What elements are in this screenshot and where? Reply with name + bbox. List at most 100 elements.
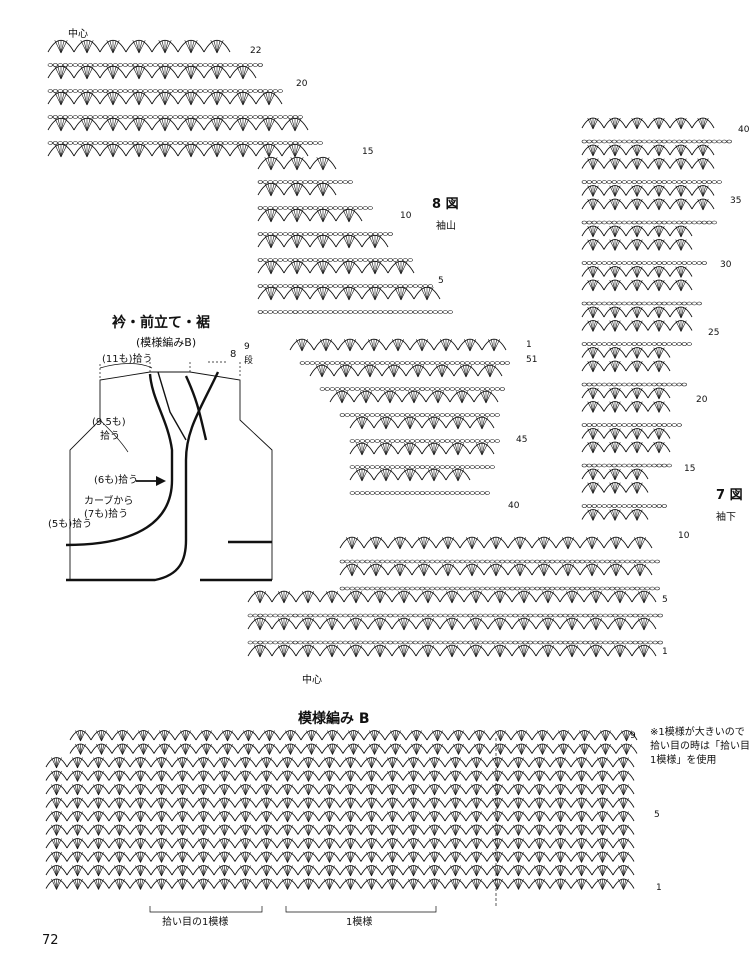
stitch-post bbox=[219, 770, 225, 782]
stitch-post bbox=[592, 387, 599, 400]
stitch-post bbox=[588, 537, 593, 550]
stitch-post bbox=[350, 878, 354, 890]
stitch-post bbox=[581, 878, 585, 890]
stitch-post bbox=[441, 365, 449, 378]
stitch-post bbox=[182, 878, 186, 890]
stitch-post bbox=[475, 591, 480, 604]
stitch-post bbox=[536, 865, 540, 877]
stitch-post bbox=[358, 417, 363, 430]
stitch-post bbox=[658, 442, 662, 454]
stitch-post bbox=[305, 770, 309, 782]
stitch-post bbox=[515, 784, 519, 796]
stitch-post bbox=[640, 645, 645, 658]
stitch-post bbox=[324, 784, 330, 796]
stitch-post bbox=[539, 851, 545, 863]
stitch-post bbox=[77, 824, 81, 836]
stitch-post bbox=[497, 878, 501, 890]
stitch-post bbox=[308, 811, 312, 823]
stitch-post bbox=[453, 743, 459, 755]
stitch-post bbox=[264, 209, 272, 223]
stitch-post bbox=[433, 443, 438, 456]
stitch-post bbox=[213, 118, 218, 132]
stitch-post bbox=[592, 509, 599, 521]
stitch-post bbox=[349, 339, 357, 352]
stitch-post bbox=[374, 261, 379, 275]
stitch-post bbox=[450, 784, 456, 796]
stitch-post bbox=[634, 158, 638, 170]
stitch-post bbox=[140, 784, 146, 796]
stitch-post bbox=[497, 797, 503, 809]
stitch-post bbox=[345, 287, 350, 301]
stitch-post bbox=[678, 145, 682, 157]
stitch-post bbox=[345, 824, 351, 836]
stitch-post bbox=[329, 824, 333, 836]
stitch-post bbox=[57, 118, 62, 132]
stitch-post bbox=[263, 811, 267, 823]
fig7-row-10: 10 bbox=[678, 531, 690, 541]
stitch-post bbox=[325, 591, 333, 604]
stitch-post bbox=[571, 618, 576, 631]
stitch-post bbox=[245, 797, 249, 809]
stitch-post bbox=[266, 824, 272, 836]
stitch-post bbox=[623, 730, 627, 742]
stitch-post bbox=[555, 851, 561, 863]
stitch-post bbox=[322, 339, 327, 352]
stitch-post bbox=[307, 618, 312, 631]
stitch-post bbox=[614, 198, 621, 211]
stitch-post bbox=[499, 618, 504, 631]
stitch-post bbox=[135, 797, 141, 809]
stitch-post bbox=[653, 347, 660, 359]
stitch-post bbox=[539, 770, 545, 782]
stitch-post bbox=[350, 743, 354, 755]
stitch-post bbox=[520, 618, 525, 631]
stitch-post bbox=[427, 645, 432, 658]
stitch-post bbox=[392, 797, 396, 809]
chain-row bbox=[47, 141, 323, 145]
stitch-post bbox=[266, 757, 272, 769]
stitch-post bbox=[322, 261, 327, 275]
stitch-post bbox=[242, 784, 246, 796]
stitch-post bbox=[116, 838, 120, 850]
stitch-post bbox=[678, 280, 682, 292]
stitch-post bbox=[479, 730, 485, 742]
stitch-post bbox=[455, 797, 459, 809]
stitch-post bbox=[589, 591, 597, 604]
stitch-post bbox=[80, 730, 86, 742]
stitch-post bbox=[158, 838, 162, 850]
stitch-post bbox=[371, 824, 377, 836]
stitch-post bbox=[653, 441, 660, 454]
stitch-post bbox=[581, 757, 585, 769]
vest-pick-11: (11も)拾う bbox=[102, 354, 153, 365]
stitch-post bbox=[658, 401, 665, 413]
stitch-post bbox=[458, 391, 463, 404]
stitch-post bbox=[324, 851, 330, 863]
stitch-post bbox=[392, 824, 396, 836]
stitch-post bbox=[471, 878, 477, 890]
stitch-post bbox=[206, 743, 212, 755]
stitch-post bbox=[615, 537, 620, 550]
vest-rows-8: 8 bbox=[230, 349, 237, 360]
stitch-post bbox=[51, 770, 57, 782]
stitch-post bbox=[268, 118, 273, 132]
stitch-post bbox=[476, 811, 480, 823]
stitch-post bbox=[185, 730, 191, 742]
stitch-post bbox=[261, 878, 267, 890]
stitch-post bbox=[539, 878, 543, 890]
stitch-post bbox=[476, 743, 480, 755]
stitch-post bbox=[293, 157, 298, 171]
stitch-post bbox=[284, 757, 288, 769]
chain-row bbox=[47, 63, 263, 67]
stitch-post bbox=[213, 66, 218, 80]
stitch-post bbox=[361, 469, 369, 482]
chain-row bbox=[257, 284, 433, 288]
stitch-post bbox=[140, 865, 144, 877]
stitch-post bbox=[620, 824, 624, 836]
stitch-post bbox=[469, 591, 477, 604]
stitch-post bbox=[240, 784, 246, 796]
stitch-post bbox=[51, 865, 57, 877]
stitch-post bbox=[392, 770, 398, 782]
stitch-post bbox=[680, 185, 687, 197]
stitch-post bbox=[386, 391, 391, 404]
stitch-post bbox=[421, 339, 429, 352]
stitch-post bbox=[434, 730, 438, 742]
